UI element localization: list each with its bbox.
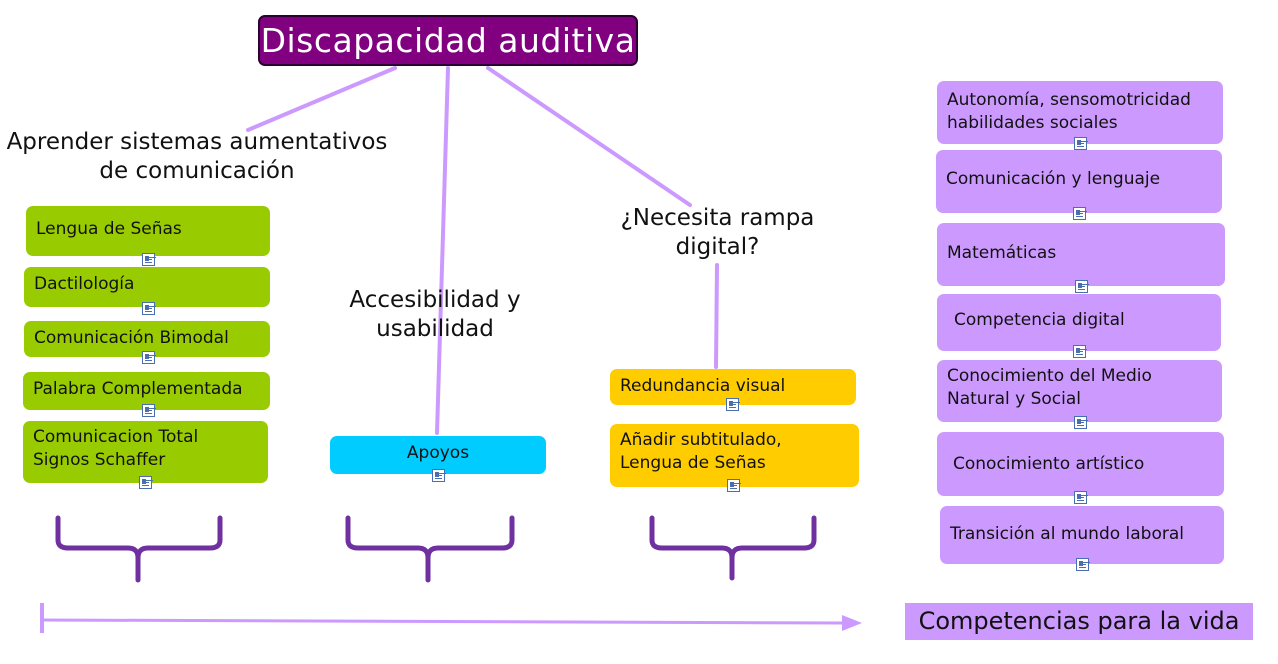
brace-icon <box>345 515 515 583</box>
note-icon[interactable] <box>142 404 155 417</box>
node-transicion-laboral[interactable]: Transición al mundo laboral <box>940 506 1224 564</box>
connector-title-aprender <box>246 66 397 132</box>
branch-accesibilidad: Accesibilidad y usabilidad <box>349 287 521 342</box>
note-icon[interactable] <box>1074 137 1087 150</box>
competencias-label: Competencias para la vida <box>905 603 1253 640</box>
note-icon[interactable] <box>1076 558 1089 571</box>
note-icon[interactable] <box>1073 345 1086 358</box>
main-title: Discapacidad auditiva <box>258 15 638 66</box>
node-apoyos[interactable]: Apoyos <box>330 436 546 474</box>
connector-rampa-redundancia <box>714 263 719 369</box>
branch-rampa: ¿Necesita rampa digital? <box>620 205 815 260</box>
brace-icon <box>649 515 817 581</box>
connector-title-accesibilidad <box>435 66 450 435</box>
note-icon[interactable] <box>727 479 740 492</box>
node-lengua-senas[interactable]: Lengua de Señas <box>26 206 270 256</box>
note-icon[interactable] <box>139 476 152 489</box>
node-comunicacion-lenguaje[interactable]: Comunicación y lenguaje <box>936 150 1222 213</box>
note-icon[interactable] <box>142 253 155 266</box>
node-redundancia-visual[interactable]: Redundancia visual <box>610 369 856 405</box>
note-icon[interactable] <box>142 351 155 364</box>
note-icon[interactable] <box>726 398 739 411</box>
node-conocimiento-medio[interactable]: Conocimiento del Medio Natural y Social <box>937 360 1222 422</box>
note-icon[interactable] <box>1074 491 1087 504</box>
node-competencia-digital[interactable]: Competencia digital <box>937 294 1221 351</box>
branch-aprender: Aprender sistemas aumentativos de comuni… <box>6 129 388 184</box>
note-icon[interactable] <box>1073 207 1086 220</box>
node-matematicas[interactable]: Matemáticas <box>937 223 1225 286</box>
node-anadir-subtitulado[interactable]: Añadir subtitulado, Lengua de Señas <box>610 424 859 487</box>
node-dactilologia[interactable]: Dactilología <box>24 267 270 307</box>
brace-icon <box>55 515 223 583</box>
note-icon[interactable] <box>142 302 155 315</box>
note-icon[interactable] <box>1074 416 1087 429</box>
node-conocimiento-artistico[interactable]: Conocimiento artístico <box>937 432 1224 496</box>
node-comunicacion-total[interactable]: Comunicacion Total Signos Schaffer <box>23 421 268 483</box>
note-icon[interactable] <box>1075 280 1088 293</box>
note-icon[interactable] <box>432 469 445 482</box>
connector-title-rampa <box>486 66 692 207</box>
node-comunicacion-bimodal[interactable]: Comunicación Bimodal <box>24 321 270 357</box>
node-palabra-complementada[interactable]: Palabra Complementada <box>23 372 270 410</box>
node-autonomia[interactable]: Autonomía, sensomotricidad habilidades s… <box>937 81 1223 144</box>
arrow-icon <box>40 603 862 633</box>
